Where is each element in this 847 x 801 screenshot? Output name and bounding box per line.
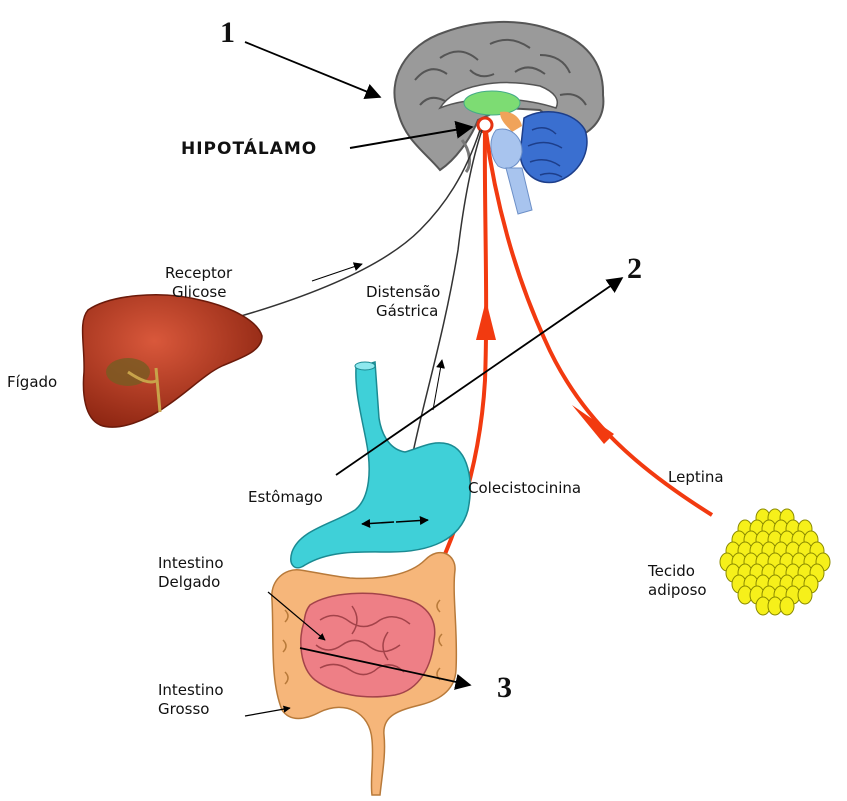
fat-cell [780,597,794,615]
cholecystokinin-arrowhead [476,300,496,340]
label-number-1: 1 [220,16,235,49]
label-grosso-line2: Grosso [158,700,209,718]
label-figado: Fígado [7,373,57,391]
fat-cell [798,586,812,604]
label-number-3: 3 [497,671,512,704]
adipose-tissue [720,509,830,615]
leptin-arrowhead [572,405,614,444]
hypothalamus [478,118,492,132]
cerebellum [520,112,587,183]
label-tecido-line2: adiposo [648,581,707,599]
label-estomago: Estômago [248,488,323,506]
pons [491,129,522,168]
arrow-1 [245,42,380,97]
brainstem [506,168,532,214]
brain [394,22,603,214]
label-leptina: Leptina [668,468,724,486]
label-receptor-line2: Glicose [172,283,226,301]
label-number-2: 2 [627,252,642,285]
label-colecistocinina: Colecistocinina [468,479,581,497]
label-hipotalamo: HIPOTÁLAMO [181,137,317,159]
label-distensao-line1: Distensão [366,283,440,301]
glucose-nerve-arrowhead [312,264,362,281]
label-grosso-line1: Intestino [158,681,224,699]
thalamus [464,91,520,115]
label-tecido-line1: Tecido [647,562,695,580]
label-distensao-line2: Gástrica [376,302,438,320]
label-delgado-line1: Intestino [158,554,224,572]
small-intestine [301,593,435,697]
label-receptor-line1: Receptor [165,264,233,282]
stomach [291,362,470,568]
liver [83,295,262,427]
label-delgado-line2: Delgado [158,573,220,591]
